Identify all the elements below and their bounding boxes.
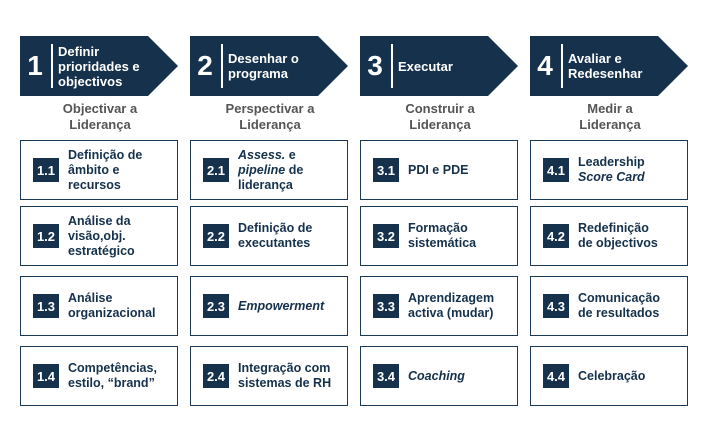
step-text: Análise organizacional <box>68 291 156 320</box>
header-divider <box>391 44 393 88</box>
phase-title: Definir prioridades e objectivos <box>58 43 140 89</box>
step-box-2-3: 2.3 Empowerment <box>190 276 348 336</box>
phase-subtitle: Perspectivar a Liderança <box>225 101 315 132</box>
step-text: Aprendizagem activa (mudar) <box>408 291 495 320</box>
arrow-chevron-shape <box>360 36 518 96</box>
step-box-4-4: 4.4 Celebração <box>530 346 688 406</box>
step-text: Coaching <box>408 368 465 383</box>
step-text-part: e <box>285 147 296 162</box>
step-code: 2.4 <box>203 364 229 388</box>
step-text: Comunicação de resultados <box>578 291 660 320</box>
arrow-chevron-shape <box>530 36 688 96</box>
step-box-4-2: 4.2 Redefinição de objectivos <box>530 206 688 266</box>
step-text: Análise da visão,obj. estratégico <box>68 213 135 258</box>
phase-number: 1 <box>27 50 43 81</box>
step-code: 4.1 <box>543 158 569 182</box>
phase-number: 4 <box>537 50 553 81</box>
header-divider <box>561 44 563 88</box>
step-code: 2.2 <box>203 224 229 248</box>
step-code: 4.4 <box>543 364 569 388</box>
step-code: 2.3 <box>203 294 229 318</box>
header-divider <box>51 44 53 88</box>
step-code: 4.2 <box>543 224 569 248</box>
step-text: PDI e PDE <box>408 162 469 177</box>
step-text: Competências, estilo, “brand” <box>68 361 157 390</box>
step-code: 1.1 <box>33 158 59 182</box>
step-text: Definição de executantes <box>238 221 313 250</box>
phase-title: Executar <box>398 58 453 74</box>
step-box-1-1: 1.1 Definição de âmbito e recursos <box>20 140 178 200</box>
phase-number: 3 <box>367 50 383 81</box>
step-code: 3.4 <box>373 364 399 388</box>
step-code: 1.3 <box>33 294 59 318</box>
phase-title: Avaliar e Redesenhar <box>568 51 643 81</box>
step-box-1-2: 1.2 Análise da visão,obj. estratégico <box>20 206 178 266</box>
phase-title: Desenhar o programa <box>228 51 299 81</box>
step-text-part: liderança <box>238 177 293 192</box>
header-divider <box>221 44 223 88</box>
phase-subtitle: Construir a Liderança <box>405 101 475 132</box>
step-box-3-3: 3.3 Aprendizagem activa (mudar) <box>360 276 518 336</box>
step-box-2-4: 2.4 Integração com sistemas de RH <box>190 346 348 406</box>
step-code: 1.4 <box>33 364 59 388</box>
step-text: Formação sistemática <box>408 221 477 250</box>
step-box-3-4: 3.4 Coaching <box>360 346 518 406</box>
step-text: Redefinição de objectivos <box>578 221 658 250</box>
step-code: 1.2 <box>33 224 59 248</box>
step-box-3-2: 3.2 Formação sistemática <box>360 206 518 266</box>
step-text-part: Leadership <box>578 155 645 169</box>
step-code: 3.1 <box>373 158 399 182</box>
step-code: 2.1 <box>203 158 229 182</box>
step-text: Empowerment <box>238 298 325 313</box>
step-box-4-3: 4.3 Comunicação de resultados <box>530 276 688 336</box>
step-box-1-4: 1.4 Competências, estilo, “brand” <box>20 346 178 406</box>
phase-number: 2 <box>197 50 213 81</box>
step-box-3-1: 3.1 PDI e PDE <box>360 140 518 200</box>
step-text: Integração com sistemas de RH <box>238 361 332 390</box>
step-text-part: de <box>285 162 304 177</box>
phase-header-4: 4 Avaliar e Redesenhar <box>530 36 690 96</box>
arrow-chevron-shape <box>190 36 348 96</box>
step-box-2-2: 2.2 Definição de executantes <box>190 206 348 266</box>
phase-header-2: 2 Desenhar o programa <box>190 36 350 96</box>
arrow-chevron-shape <box>20 36 178 96</box>
step-text: Definição de âmbito e recursos <box>68 147 143 192</box>
step-text-italic: Assess. <box>238 147 286 162</box>
phase-header-3: 3 Executar <box>360 36 520 96</box>
step-box-1-3: 1.3 Análise organizacional <box>20 276 178 336</box>
step-code: 3.3 <box>373 294 399 318</box>
step-text-italic: pipeline <box>238 162 286 177</box>
step-code: 4.3 <box>543 294 569 318</box>
step-text-italic: Score Card <box>578 170 645 184</box>
phase-subtitle: Objectivar a Liderança <box>62 101 138 132</box>
phase-header-1: 1 Definir prioridades e objectivos <box>20 36 180 96</box>
step-text: Celebração <box>578 368 646 383</box>
step-code: 3.2 <box>373 224 399 248</box>
phase-subtitle: Medir a Liderança <box>579 101 641 132</box>
